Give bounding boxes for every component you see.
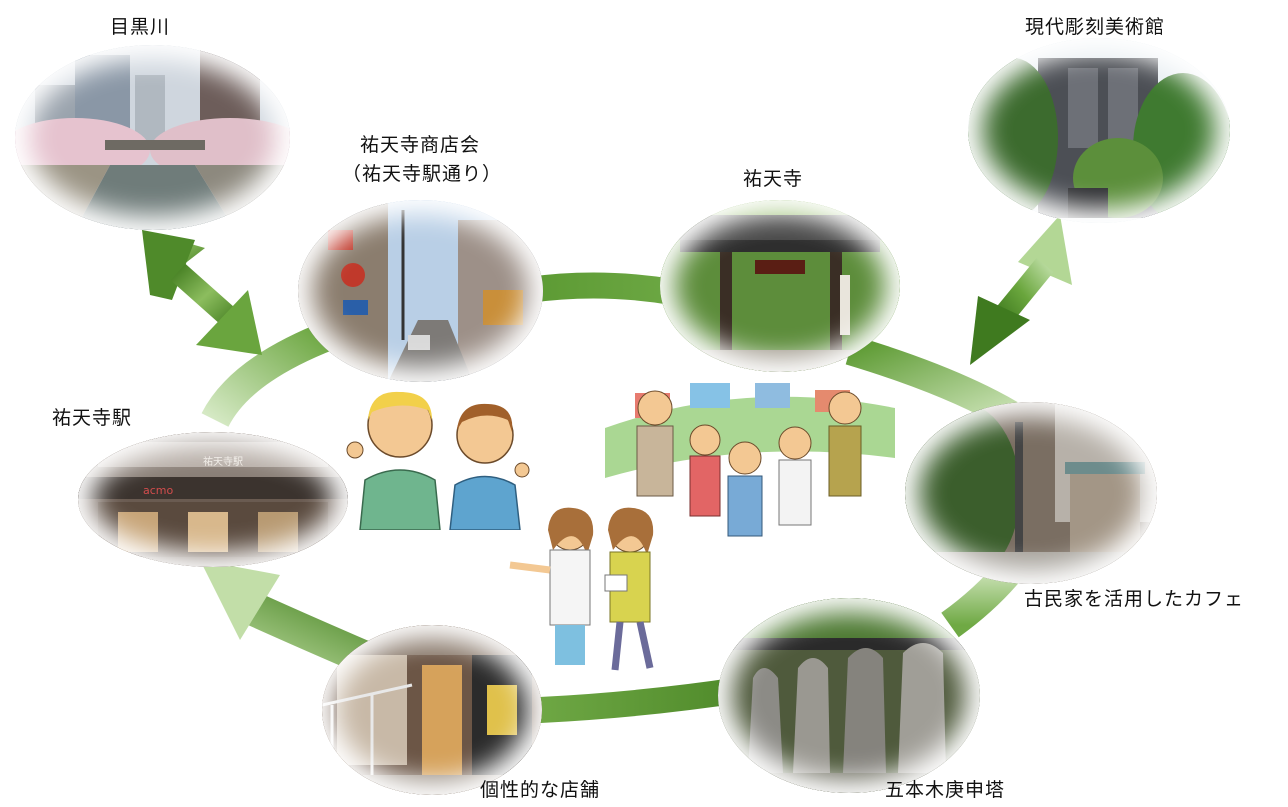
cafe-photo <box>905 402 1157 584</box>
label-station: 祐天寺駅 <box>52 407 133 429</box>
temple-photo <box>660 200 900 372</box>
label-shopping-street: 祐天寺商店会 <box>359 134 481 156</box>
label-meguro-river: 目黒川 <box>109 16 171 38</box>
station-brand-text: acmo <box>143 484 174 497</box>
label-cafe: 古民家を活用したカフェ <box>1024 588 1245 610</box>
label-shops: 個性的な店舗 <box>479 779 601 801</box>
shopping-street-photo <box>298 200 543 382</box>
two-women-illustration <box>509 507 654 671</box>
label-koshin-tower: 五本木庚申塔 <box>884 779 1006 801</box>
double-arrow-meguro <box>142 230 262 355</box>
townspeople-illustration <box>605 383 895 537</box>
station-photo: acmo 祐天寺駅 <box>78 432 348 567</box>
station-sign-text: 祐天寺駅 <box>203 455 243 468</box>
shops-photo <box>322 625 542 795</box>
arrow-head-station <box>200 560 280 640</box>
two-men-illustration <box>346 391 530 530</box>
label-shopping-street-sub: （祐天寺駅通り） <box>341 163 503 185</box>
label-temple: 祐天寺 <box>742 168 804 190</box>
arrow-street-to-temple <box>526 272 675 305</box>
arrow-koshin-to-shops <box>539 677 742 723</box>
meguro-river-photo <box>15 45 290 230</box>
double-arrow-museum <box>970 215 1072 365</box>
museum-photo <box>968 38 1230 223</box>
koshin-tower-photo <box>718 598 980 793</box>
label-museum: 現代彫刻美術館 <box>1024 16 1166 38</box>
